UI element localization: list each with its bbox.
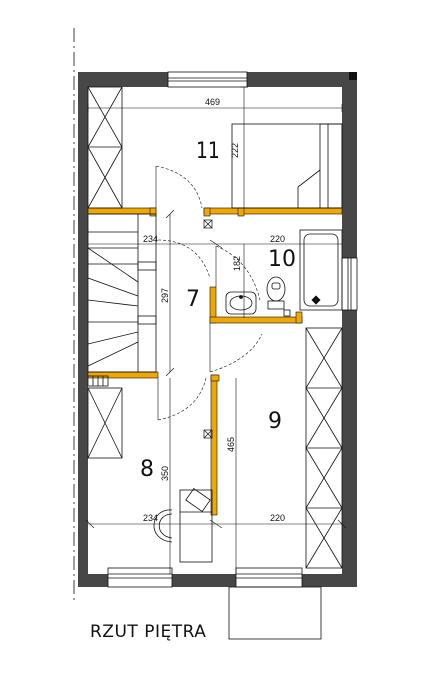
door-10	[215, 245, 261, 301]
balcony	[228, 586, 322, 640]
room-number-9: 9	[268, 409, 282, 434]
outer-walls	[78, 72, 357, 587]
dimension-220-bottom: 220	[270, 513, 285, 523]
window-top	[167, 71, 248, 88]
room-number-11: 11	[196, 138, 220, 164]
door-7	[157, 239, 263, 373]
dimension-465: 465	[226, 437, 236, 452]
small-fixture	[283, 309, 291, 317]
room-number-10: 10	[268, 247, 296, 272]
room-number-7: 7	[186, 287, 200, 312]
window-right	[341, 257, 358, 311]
door-11	[155, 165, 203, 209]
dimension-234-top: 234	[143, 234, 158, 244]
bed	[231, 123, 343, 209]
wardrobe-8	[87, 387, 123, 459]
window-bottom-right	[235, 567, 303, 588]
dimension-469: 469	[205, 97, 220, 107]
dimension-234-bottom: 234	[143, 513, 158, 523]
bathtub	[299, 229, 343, 311]
door-8	[157, 377, 207, 421]
toilet	[266, 276, 286, 310]
desk	[179, 487, 213, 563]
vent-top	[203, 219, 213, 229]
shelf	[87, 375, 109, 387]
stairs	[87, 213, 157, 373]
dimension-lines	[85, 86, 347, 574]
window-bottom-left	[107, 567, 173, 588]
wardrobe-9	[305, 327, 343, 569]
dimension-350: 350	[160, 466, 170, 481]
vent-bottom	[203, 429, 213, 439]
dimension-222: 222	[230, 143, 240, 158]
dimension-220-top: 220	[270, 234, 285, 244]
dark-corner	[349, 72, 357, 80]
dimension-297: 297	[160, 288, 170, 303]
plan-title: RZUT PIĘTRA	[90, 622, 206, 642]
wardrobe-11	[87, 86, 123, 209]
room-number-8: 8	[140, 457, 154, 482]
dimension-182: 182	[232, 256, 242, 271]
chair	[153, 509, 173, 543]
washbasin	[225, 291, 257, 315]
